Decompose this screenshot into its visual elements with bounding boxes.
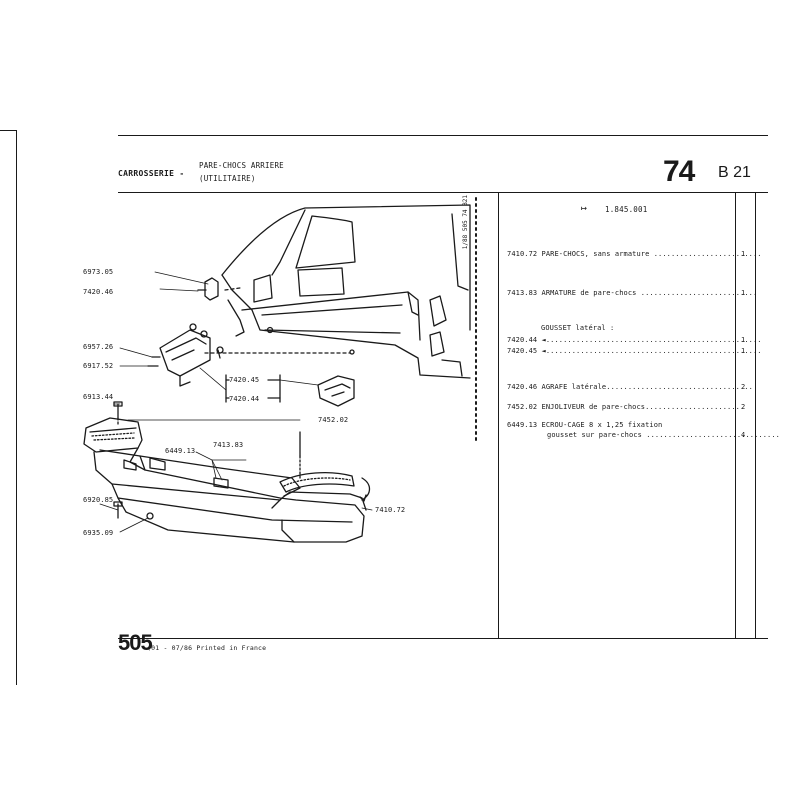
callout-label: 7413.83 bbox=[213, 441, 244, 449]
title-line-1: PARE-CHOCS ARRIERE bbox=[199, 161, 284, 170]
part-row-continuation: gousset sur pare-chocs .................… bbox=[547, 431, 780, 439]
callout-label: 6973.05 bbox=[83, 268, 114, 276]
column-divider bbox=[498, 192, 499, 638]
gusset-bracket-left bbox=[159, 323, 224, 387]
part-ref: 7452.02 bbox=[507, 403, 538, 411]
part-desc: ENJOLIVEUR de pare-chocs bbox=[541, 403, 646, 411]
bottom-fasteners bbox=[99, 501, 373, 533]
part-row: 7420.44 ◄...............................… bbox=[507, 336, 762, 344]
part-ref: 7420.46 bbox=[507, 383, 538, 391]
leader-dots: ....................... bbox=[645, 403, 745, 411]
callout-label: 6449.13 bbox=[165, 447, 196, 455]
bumper-reinforcement bbox=[99, 449, 301, 497]
callout-label: 7420.44 bbox=[229, 395, 260, 403]
right-arrow-icon: ◄ bbox=[541, 347, 546, 355]
footer-text: (01 - 07/86 Printed in France bbox=[147, 644, 267, 652]
page-number: 74 bbox=[663, 155, 695, 188]
callout-label: 7452.02 bbox=[318, 416, 349, 424]
part-qty: 2 bbox=[741, 403, 746, 411]
leader-dots: .................................. bbox=[606, 383, 753, 391]
title-line-2: (UTILITAIRE) bbox=[199, 174, 256, 183]
callout-label: 6920.85 bbox=[83, 496, 114, 504]
part-desc: PARE-CHOCS, sans armature bbox=[541, 250, 650, 258]
part-qty: 2 bbox=[741, 383, 746, 391]
callout-label: 6935.09 bbox=[83, 529, 114, 537]
header-top-rule bbox=[118, 135, 768, 136]
callout-label: 6917.52 bbox=[83, 362, 114, 370]
car-body-outline bbox=[221, 204, 471, 379]
part-qty: 4 bbox=[741, 431, 746, 439]
part-qty: 1 bbox=[741, 347, 746, 355]
part-qty: 1 bbox=[741, 336, 746, 344]
part-ref: 7413.83 bbox=[507, 289, 538, 297]
callout-label: 7420.46 bbox=[83, 288, 114, 296]
part-qty: 1 bbox=[741, 250, 746, 258]
sub-code: B 21 bbox=[718, 164, 751, 181]
serial-from-arrow-icon: ↦ bbox=[581, 203, 588, 214]
part-row: 7410.72 PARE-CHOCS, sans armature ......… bbox=[507, 250, 762, 258]
leader-dots: ......................... bbox=[653, 250, 762, 258]
part-ref: 7420.44 bbox=[507, 336, 538, 344]
part-qty: 1 bbox=[741, 289, 746, 297]
leader-dots: ........................... bbox=[640, 289, 758, 297]
leader-dots: ............................... bbox=[646, 431, 780, 439]
part-row: 6449.13 ECROU-CAGE 8 x 1,25 fixation bbox=[507, 421, 662, 429]
callout-label: 6913.44 bbox=[83, 393, 114, 401]
qty-column-left bbox=[735, 192, 736, 638]
screw-parts bbox=[119, 347, 161, 367]
part-row: 7413.83 ARMATURE de pare-chocs .........… bbox=[507, 289, 757, 297]
clip-part bbox=[154, 271, 219, 301]
bracket-label-box bbox=[199, 367, 319, 403]
part-ref: 6449.13 bbox=[507, 421, 538, 429]
part-row: 7420.45 ◄...............................… bbox=[507, 347, 762, 355]
part-ref: 7420.45 bbox=[507, 347, 538, 355]
bumper-end-cap bbox=[83, 401, 143, 453]
left-edge-mark bbox=[0, 130, 16, 131]
section-label: CARROSSERIE - bbox=[118, 169, 185, 178]
header-bottom-rule bbox=[118, 192, 768, 193]
part-desc: ECROU-CAGE 8 x 1,25 fixation bbox=[541, 421, 663, 429]
gusset-bracket-right bbox=[317, 375, 355, 407]
footer-number: 505 bbox=[118, 630, 153, 655]
part-desc: ARMATURE de pare-chocs bbox=[541, 289, 637, 297]
part-desc-2: gousset sur pare-chocs bbox=[547, 431, 642, 439]
callout-label: 7410.72 bbox=[375, 506, 406, 514]
leader-dots: ........................................… bbox=[545, 347, 762, 355]
part-row: 7420.46 AGRAFE latérale.................… bbox=[507, 383, 753, 391]
part-row: 7452.02 ENJOLIVEUR de pare-chocs........… bbox=[507, 403, 744, 411]
serial-from: 1.845.001 bbox=[605, 205, 648, 214]
callout-label: 7420.45 bbox=[229, 376, 260, 384]
qty-column-right bbox=[755, 192, 756, 638]
bumper-shell bbox=[93, 447, 367, 543]
callout-label: 6957.26 bbox=[83, 343, 114, 351]
left-edge-mark-vertical bbox=[16, 130, 17, 685]
trim-strip bbox=[127, 419, 371, 502]
part-group-heading: GOUSSET latéral : bbox=[541, 324, 615, 332]
part-ref: 7410.72 bbox=[507, 250, 538, 258]
leader-dots: ........................................… bbox=[545, 336, 762, 344]
leader-line bbox=[224, 287, 241, 291]
left-arrow-icon: ◄ bbox=[541, 336, 546, 344]
footer-rule bbox=[118, 638, 768, 639]
part-desc: AGRAFE latérale bbox=[541, 383, 607, 391]
